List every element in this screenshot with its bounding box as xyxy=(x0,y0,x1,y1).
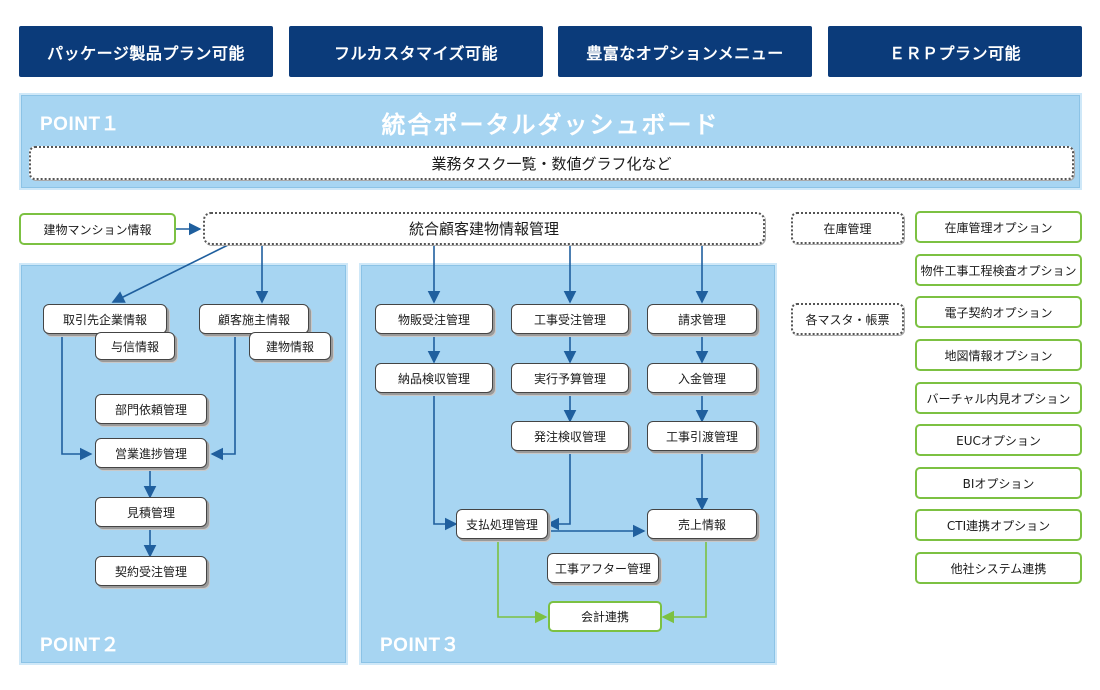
construction-handover-box: 工事引渡管理 xyxy=(647,421,757,451)
package-plan-button: パッケージ製品プラン可能 xyxy=(19,26,273,77)
erp-plan-button: ＥＲＰプラン可能 xyxy=(828,26,1082,77)
option-e-contract: 電子契約オプション xyxy=(915,296,1082,328)
option-bi: BIオプション xyxy=(915,467,1082,499)
option-menu-button: 豊富なオプションメニュー xyxy=(558,26,812,77)
construction-order-box: 工事受注管理 xyxy=(511,304,629,334)
dept-request-box: 部門依頼管理 xyxy=(95,394,207,424)
customer-owner-box: 顧客施主情報 xyxy=(199,304,309,334)
inventory-box: 在庫管理 xyxy=(791,212,904,244)
option-virtual-tour: バーチャル内見オプション xyxy=(915,382,1082,414)
masters-box: 各マスタ・帳票 xyxy=(791,303,904,335)
accounting-box: 会計連携 xyxy=(548,601,662,632)
option-inventory: 在庫管理オプション xyxy=(915,211,1082,243)
delivery-inspect-box: 納品検収管理 xyxy=(375,363,493,393)
estimate-box: 見積管理 xyxy=(95,497,207,527)
sales-progress-box: 営業進捗管理 xyxy=(95,438,207,468)
point3-label: POINT３ xyxy=(380,635,461,656)
after-service-box: 工事アフター管理 xyxy=(547,553,659,583)
building-info-box: 建物情報 xyxy=(249,332,331,360)
point1-panel: POINT１ 統合ポータルダッシュボード 業務タスク一覧・数値グラフ化など xyxy=(19,93,1082,190)
point2-label: POINT２ xyxy=(40,635,121,656)
building-mansion-box: 建物マンション情報 xyxy=(19,213,176,245)
option-inspection: 物件工事工程検査オプション xyxy=(915,254,1082,286)
option-other-systems: 他社システム連携 xyxy=(915,552,1082,584)
integrated-mgmt-box: 統合顧客建物情報管理 xyxy=(203,212,765,245)
payment-in-box: 入金管理 xyxy=(647,363,757,393)
exec-budget-box: 実行予算管理 xyxy=(511,363,629,393)
contract-order-box: 契約受注管理 xyxy=(95,556,207,586)
point1-label: POINT１ xyxy=(40,114,121,135)
client-info-box: 取引先企業情報 xyxy=(43,304,167,334)
payment-processing-box: 支払処理管理 xyxy=(456,509,548,539)
full-customize-button: フルカスタマイズ可能 xyxy=(289,26,543,77)
credit-info-box: 与信情報 xyxy=(95,332,175,360)
order-inspect-box: 発注検収管理 xyxy=(511,421,629,451)
goods-order-box: 物販受注管理 xyxy=(375,304,493,334)
option-euc: EUCオプション xyxy=(915,424,1082,456)
dashboard-title: 統合ポータルダッシュボード xyxy=(381,111,720,139)
option-map: 地図情報オプション xyxy=(915,339,1082,371)
sales-info-box: 売上情報 xyxy=(647,509,757,539)
billing-box: 請求管理 xyxy=(647,304,757,334)
option-cti: CTI連携オプション xyxy=(915,509,1082,541)
dashboard-subtitle-box: 業務タスク一覧・数値グラフ化など xyxy=(29,146,1074,180)
